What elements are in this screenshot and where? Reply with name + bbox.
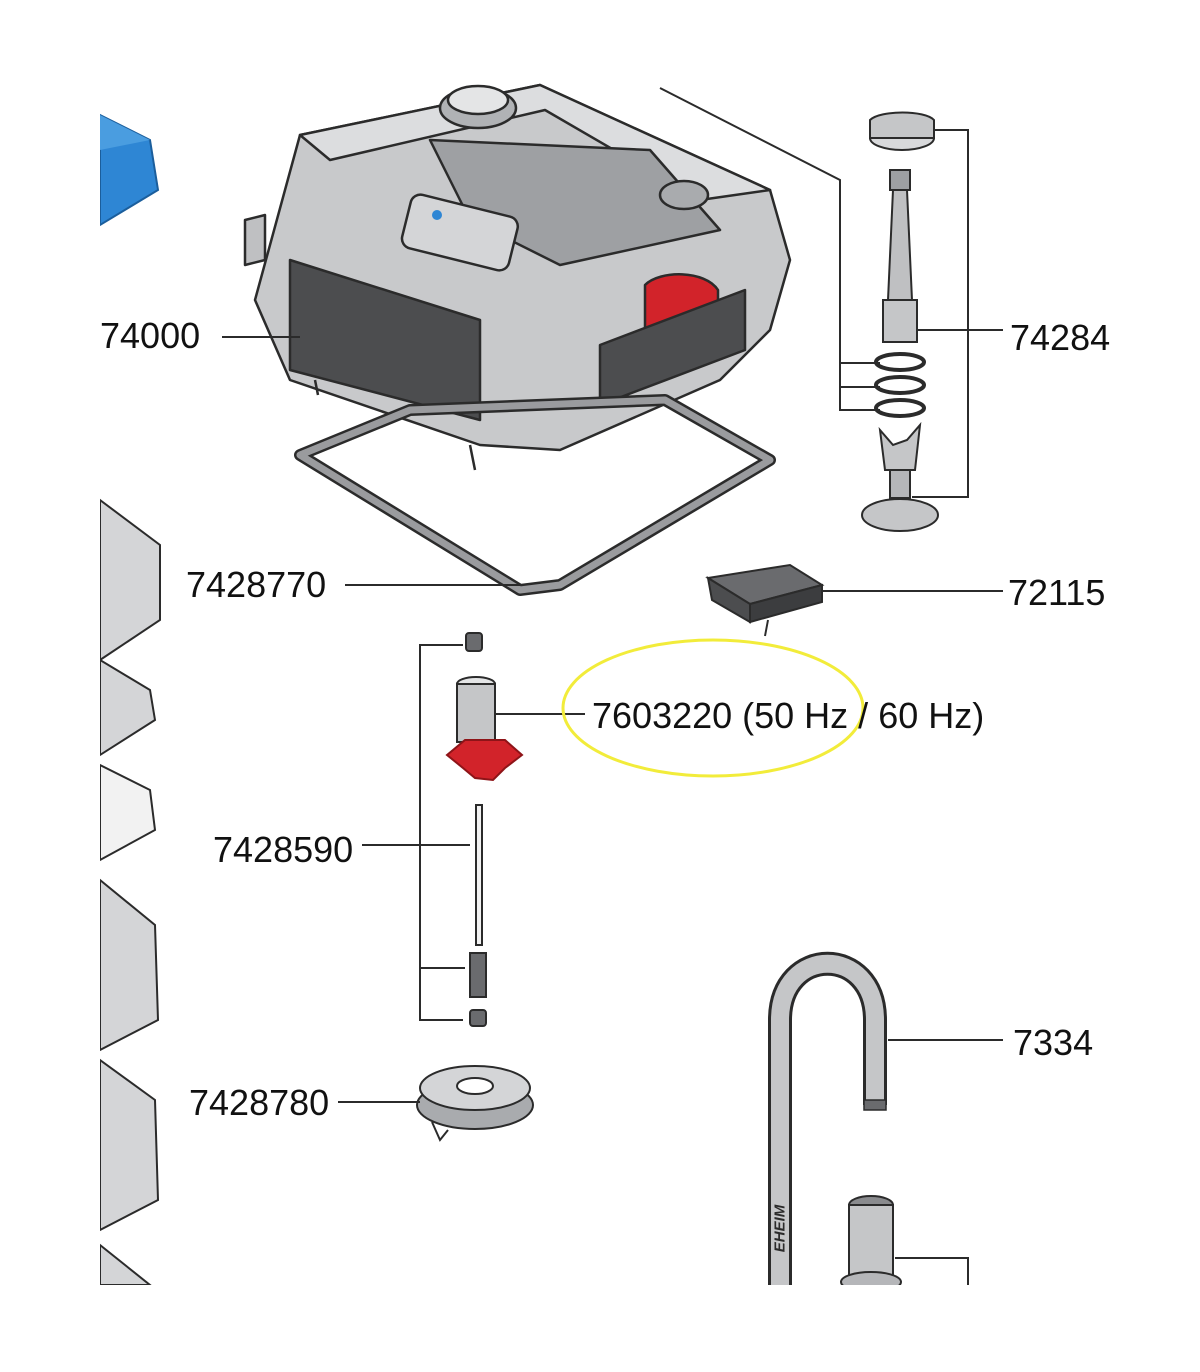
- valve-shaft-assembly: [861, 111, 939, 532]
- intake-pipe: [840, 1195, 902, 1285]
- impeller-rotor: [445, 632, 524, 782]
- label-7334: 7334: [1013, 1022, 1094, 1063]
- shaft-bracket-lines: [659, 87, 1003, 498]
- impeller-cover: [416, 1065, 534, 1142]
- impeller-shaft-parts: [469, 804, 487, 1027]
- sealing-ring-gasket: [294, 394, 776, 596]
- blue-module-partial: [100, 113, 160, 227]
- leader-lower-right: [895, 1257, 969, 1285]
- pump-head-housing: [243, 83, 792, 471]
- impeller-group-bracket: [419, 644, 470, 1021]
- label-72115: 72115: [1008, 572, 1106, 613]
- label-7428780: 7428780: [189, 1082, 330, 1123]
- left-media-trays: [100, 498, 161, 1285]
- label-7428770: 7428770: [186, 564, 327, 605]
- label-7428590: 7428590: [213, 829, 354, 870]
- hose-brand-text: EHEIM: [771, 1204, 789, 1253]
- label-74000: 74000: [100, 315, 201, 356]
- highlight-ellipse: [561, 638, 865, 778]
- retaining-clip: [705, 563, 825, 637]
- label-74284: 74284: [1010, 317, 1111, 358]
- intake-hose: [768, 951, 887, 1285]
- label-7603220: 7603220 (50 Hz / 60 Hz): [592, 695, 985, 736]
